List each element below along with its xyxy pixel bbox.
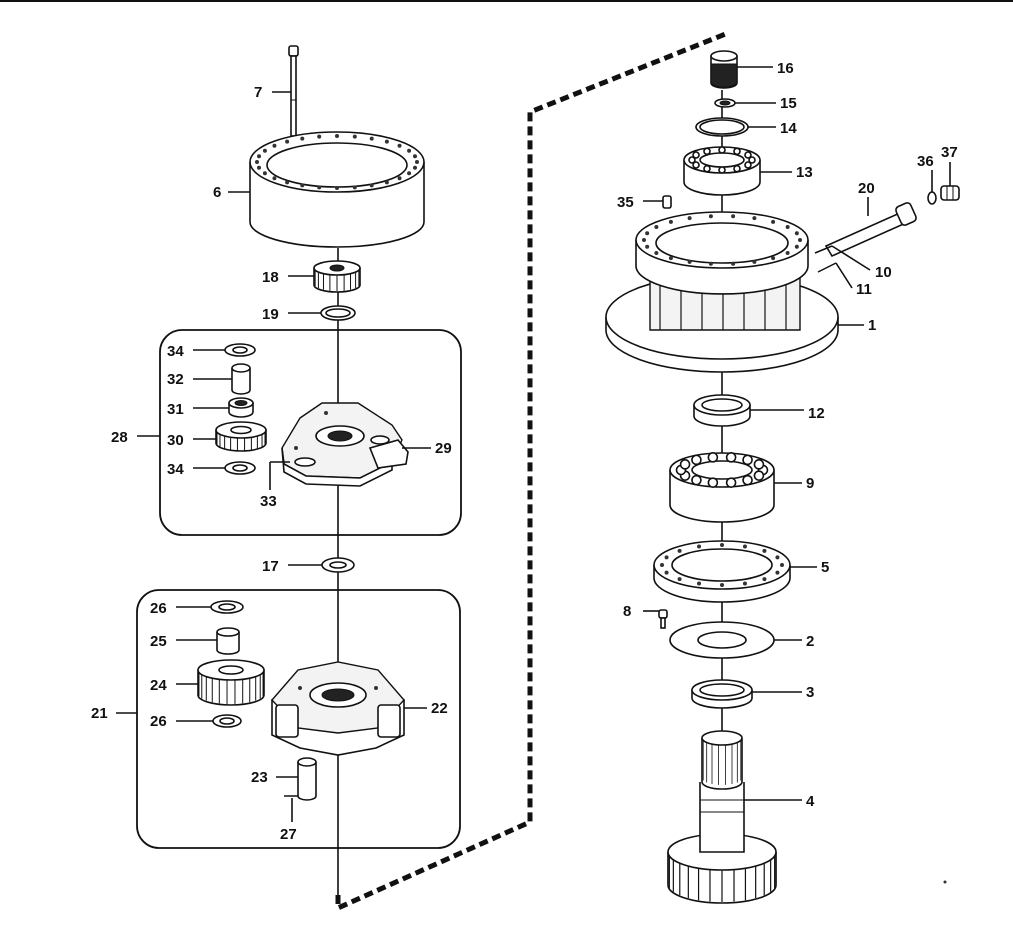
callout-label-29: 29: [435, 440, 452, 457]
part-18-sun-gear: [313, 260, 361, 293]
callout-label-28: 28: [111, 429, 128, 446]
callout-label-27: 27: [280, 826, 297, 843]
part-24-planet-gear: [197, 659, 265, 706]
callout-label-30: 30: [167, 432, 184, 449]
part-7-bolt: [288, 45, 299, 137]
stray-mark: [943, 880, 947, 884]
callout-label-34a: 34: [167, 343, 184, 360]
callout-label-11: 11: [856, 281, 872, 298]
callout-label-26b: 26: [150, 713, 167, 730]
part-19-ring-inner: [325, 308, 351, 318]
callout-label-26a: 26: [150, 600, 167, 617]
callout-label-6: 6: [213, 184, 221, 201]
callout-label-8: 8: [623, 603, 631, 620]
callout-label-5: 5: [821, 559, 829, 576]
part-6-ring-gear: [249, 131, 425, 248]
callout-label-20: 20: [858, 180, 875, 197]
part-12-seal: [693, 394, 751, 427]
callout-label-33: 33: [260, 493, 277, 510]
callout-label-16: 16: [777, 60, 794, 77]
callout-label-21: 21: [91, 705, 108, 722]
callout-label-4: 4: [806, 793, 815, 810]
part-26-washer-bottom-hole: [219, 717, 235, 725]
part-2-plate: [669, 621, 775, 659]
part-3-seal: [691, 679, 753, 709]
part-4-pinion-shaft: [667, 730, 777, 904]
part-22-planet-carrier: [271, 661, 405, 756]
part-9-bearing: [669, 452, 775, 523]
callout-label-15: 15: [780, 95, 797, 112]
part-35-pin: [662, 195, 672, 209]
callout-label-19: 19: [262, 306, 279, 323]
part-31-bearing: [228, 397, 254, 418]
part-15-seal-hole: [719, 100, 731, 106]
callout-label-2: 2: [806, 633, 814, 650]
part-34-washer-bottom-hole: [232, 464, 248, 472]
callout-label-37: 37: [941, 144, 958, 161]
group-28-box: [159, 329, 462, 536]
callout-label-7: 7: [254, 84, 262, 101]
part-14-snap-ring-inner: [699, 119, 745, 135]
callout-label-13: 13: [796, 164, 813, 181]
callout-label-3: 3: [806, 684, 814, 701]
callout-label-10: 10: [875, 264, 892, 281]
part-23-pin: [297, 757, 317, 801]
callout-label-18: 18: [262, 269, 279, 286]
part-29-planet-carrier: [281, 402, 409, 487]
part-20-drain-pipe: [824, 202, 917, 258]
callout-label-9: 9: [806, 475, 814, 492]
group-21-box: [136, 589, 461, 849]
callout-leaders: [116, 66, 951, 822]
dashed-connection: [335, 30, 729, 912]
callout-label-1: 1: [868, 317, 876, 334]
callout-label-14: 14: [780, 120, 797, 137]
part-25-pin: [216, 627, 240, 655]
callout-label-17: 17: [262, 558, 279, 575]
callout-label-23: 23: [251, 769, 268, 786]
callout-label-34b: 34: [167, 461, 184, 478]
part-34-washer-top-hole: [232, 346, 248, 354]
part-30-planet-gear: [215, 421, 267, 452]
callout-label-12: 12: [808, 405, 825, 422]
part-10-tube: [814, 245, 833, 254]
part-36-washer: [927, 191, 937, 205]
part-5-cover-plate: [653, 540, 791, 603]
callout-label-35: 35: [617, 194, 634, 211]
callout-labels: 1 2 3 4 5 6 7 8 9 10 11 12 13 14 15 16 1…: [91, 60, 958, 843]
part-37-plug: [940, 185, 960, 201]
callout-label-36: 36: [917, 153, 934, 170]
part-26-washer-top-hole: [218, 603, 236, 611]
callout-label-22: 22: [431, 700, 448, 717]
part-1-housing: [605, 211, 839, 373]
part-16-plug: [710, 50, 738, 89]
callout-label-32: 32: [167, 371, 184, 388]
part-17-washer-hole: [329, 561, 347, 569]
callout-label-25: 25: [150, 633, 167, 650]
callout-label-31: 31: [167, 401, 184, 418]
part-13-bearing: [683, 146, 761, 196]
part-32-pin: [231, 363, 251, 395]
part-8-bolt: [658, 609, 668, 629]
callout-label-24: 24: [150, 677, 167, 694]
part-11-tube: [817, 262, 837, 273]
